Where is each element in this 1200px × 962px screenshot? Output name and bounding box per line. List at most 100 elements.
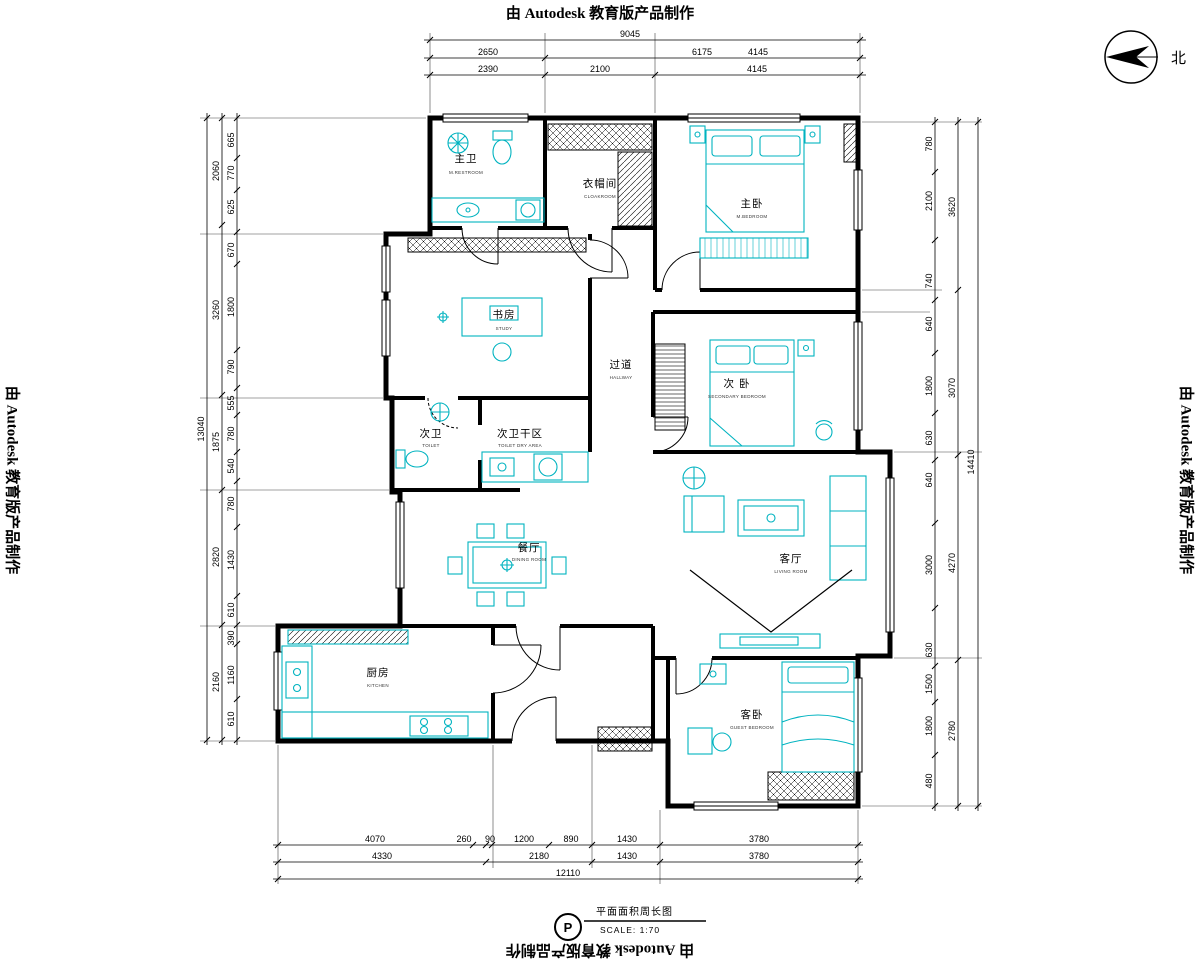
dim-label: 2780	[947, 721, 957, 741]
room-sublabel-kitchen: KITCHEN	[367, 683, 389, 688]
window	[442, 113, 529, 123]
dim-label: 1430	[617, 834, 637, 844]
window	[395, 501, 405, 589]
dim-label: 2820	[211, 547, 221, 567]
north-dart	[1106, 46, 1149, 68]
dim-label: 2180	[529, 851, 549, 861]
dim-label: 2650	[478, 47, 498, 57]
cloakroom-closet	[547, 123, 653, 151]
dry-washer	[533, 453, 563, 481]
dim-label: 630	[924, 430, 934, 445]
dim-label: 1875	[211, 432, 221, 452]
room-label-master-bedroom: 主卧	[741, 197, 764, 210]
dim-label: 9045	[620, 29, 640, 39]
north-arrow: 北	[1104, 30, 1186, 84]
dim-label: 1430	[226, 550, 236, 570]
furniture-layer	[281, 125, 867, 773]
window	[853, 169, 863, 231]
room-sublabel-hallway: HALLWAY	[610, 375, 633, 380]
dim-label: 1800	[226, 297, 236, 317]
hatched-fixtures	[407, 123, 857, 801]
toilet-tank	[395, 449, 406, 469]
dim-label: 555	[226, 395, 236, 410]
room-label-second-bath: 次卫	[420, 427, 443, 440]
dim-label: 3780	[749, 851, 769, 861]
window	[273, 651, 283, 711]
study-chair	[492, 342, 512, 362]
room-label-study: 书房	[493, 308, 516, 321]
dim-label: 1500	[924, 674, 934, 694]
master-bath-door	[461, 227, 499, 265]
room-sublabel-dining: DINING ROOM	[512, 557, 546, 562]
dim-label: 540	[226, 458, 236, 473]
second-bath-fixtures	[395, 402, 589, 483]
study-desk	[437, 297, 543, 362]
room-label-dining: 餐厅	[518, 541, 541, 554]
doors	[427, 227, 713, 742]
master-corner-hatch	[843, 123, 857, 163]
dim-label: 1160	[226, 665, 236, 684]
legend-title: 平面面积周长图	[596, 906, 673, 918]
windows	[273, 113, 895, 811]
dim-label: 14410	[966, 449, 976, 474]
sofa	[829, 475, 867, 581]
room-sublabel-living: LIVING ROOM	[774, 569, 807, 574]
dim-label: 790	[226, 359, 236, 374]
dim-label: 6175	[692, 47, 712, 57]
bedroom2-wardrobe	[654, 343, 686, 431]
dim-label: 3780	[749, 834, 769, 844]
legend-symbol: P	[564, 920, 573, 935]
master-bedroom-door	[661, 251, 701, 291]
room-label-hallway: 过道	[610, 358, 633, 371]
inner-walls	[392, 118, 858, 741]
secondary-bed	[709, 339, 833, 447]
dim-label: 1800	[924, 716, 934, 736]
room-sublabel-master-bedroom: M.BEDROOM	[737, 214, 768, 219]
guest-bed	[687, 661, 855, 773]
tv	[739, 636, 799, 646]
dim-label: 2390	[478, 64, 498, 74]
dim-label: 780	[924, 136, 934, 151]
room-label-second-bath-dry: 次卫干区	[497, 427, 543, 440]
kitchen-counters	[281, 629, 489, 739]
dim-label: 4270	[947, 553, 957, 573]
dimension-extension-lines	[200, 33, 982, 884]
master-bed	[689, 125, 821, 259]
dim-label: 630	[924, 642, 934, 657]
entry-cabinet	[597, 726, 653, 752]
dim-label: 4070	[365, 834, 385, 844]
window	[853, 321, 863, 431]
room-sublabel-guest-bedroom: GUEST BEDROOM	[730, 725, 774, 730]
study-door	[589, 239, 629, 279]
room-sublabel-cloakroom: CLOAKROOM	[584, 194, 616, 199]
window	[885, 477, 895, 633]
dim-label: 3000	[924, 555, 934, 575]
living-set	[682, 466, 867, 649]
room-label-living: 客厅	[780, 552, 803, 565]
bedroom2-door	[652, 416, 689, 453]
dining-set	[447, 523, 567, 607]
north-label: 北	[1171, 50, 1186, 67]
kitchen-door	[492, 644, 542, 694]
guest-bedroom-door	[675, 657, 713, 695]
dim-label: 4330	[372, 851, 392, 861]
cloakroom-door	[567, 227, 613, 273]
dim-label: 3070	[947, 378, 957, 398]
dim-label: 740	[924, 273, 934, 288]
stove	[409, 715, 469, 737]
basin	[456, 202, 480, 218]
dim-label: 260	[456, 834, 471, 844]
coffee-table	[737, 499, 805, 537]
toilet-tank	[492, 130, 513, 141]
legend-block: P 平面面积周长图 SCALE: 1:70	[554, 906, 706, 941]
entry-door	[511, 696, 557, 742]
vanity	[431, 197, 545, 223]
dim-label: 1430	[617, 851, 637, 861]
dim-label: 890	[563, 834, 578, 844]
dim-label: 780	[226, 496, 236, 511]
corridor-door	[515, 625, 561, 671]
dim-label: 12110	[556, 868, 580, 878]
room-label-master-bath: 主卫	[455, 153, 478, 165]
dim-label: 2100	[590, 64, 610, 74]
